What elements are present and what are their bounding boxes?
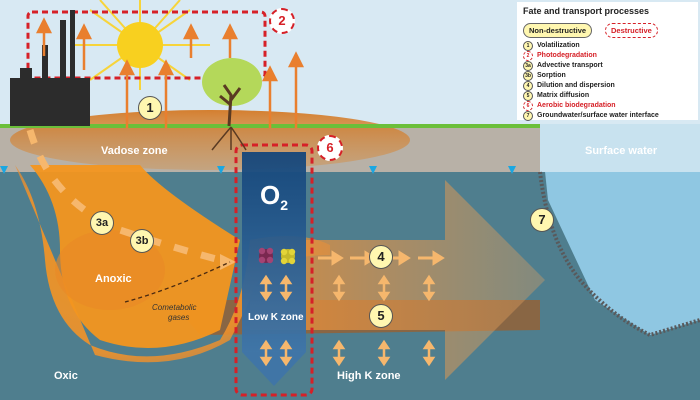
oxic-label: Oxic	[54, 370, 78, 382]
photodegradation-box	[26, 10, 267, 80]
non-destructive-badge: Non-destructive	[523, 23, 593, 38]
marker-3a: 3a	[90, 211, 114, 235]
factory	[10, 10, 90, 126]
water-table-markers	[0, 166, 516, 174]
tree	[202, 58, 262, 151]
biodegradation-box	[234, 143, 314, 397]
oxygen-column	[242, 152, 306, 352]
stream-bed	[538, 171, 700, 338]
gases-label: gases	[168, 313, 190, 322]
high-k-zone-label: High K zone	[337, 370, 401, 382]
anoxic-label: Anoxic	[95, 273, 132, 285]
o2-label: O2	[260, 180, 289, 214]
vadose-zone-label: Vadose zone	[101, 145, 168, 157]
surface-water	[540, 124, 700, 335]
marker-7: 7	[530, 208, 554, 232]
legend: Fate and transport processes Non-destruc…	[517, 2, 698, 121]
marker-3b: 3b	[130, 229, 154, 253]
marker-4: 4	[369, 245, 393, 269]
marker-5: 5	[369, 304, 393, 328]
vertical-arrows	[259, 274, 436, 367]
cometabolic-label: Cometabolic	[152, 303, 197, 312]
marker-2: 2	[269, 8, 295, 34]
surface-water-label: Surface water	[585, 145, 658, 157]
plume-arrow	[250, 180, 545, 380]
cometabolic-arrow	[124, 261, 231, 303]
marker-6: 6	[317, 135, 343, 161]
transport-path	[26, 129, 229, 266]
sun	[70, 0, 210, 90]
legend-title: Fate and transport processes	[523, 6, 650, 16]
oxygen-arrow-tip	[242, 352, 306, 386]
destructive-badge: Destructive	[605, 23, 658, 38]
volatilization-arrows	[35, 17, 305, 128]
low-k-zone-label: Low K zone	[248, 312, 304, 323]
marker-1: 1	[138, 96, 162, 120]
